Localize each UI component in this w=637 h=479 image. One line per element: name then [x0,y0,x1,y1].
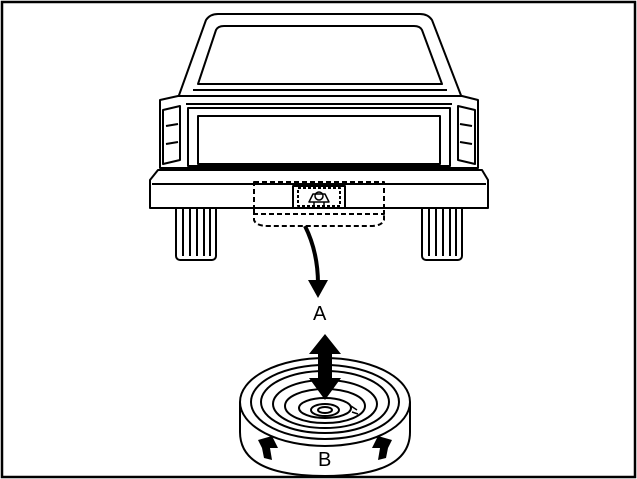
rotation-arrow-right [372,436,392,460]
left-tail-light [162,105,181,165]
rotation-arrow-left [258,436,278,460]
hoist-mechanism [308,191,330,206]
tailgate-panel [197,115,441,165]
pickup-truck-rear-view [149,13,489,261]
right-rear-tire [421,203,463,261]
left-rear-tire [175,203,217,261]
license-plate-area [292,185,346,209]
up-down-arrow [309,334,341,400]
spare-tire-removed [239,357,411,478]
tailgate [187,107,451,167]
right-tail-light [457,105,476,165]
lowering-arrow [303,225,328,298]
spare-tire-mounted [253,181,385,227]
wheel-hub [310,403,340,417]
rear-window [197,25,443,85]
label-b: B [318,449,331,471]
label-a: A [313,303,327,325]
